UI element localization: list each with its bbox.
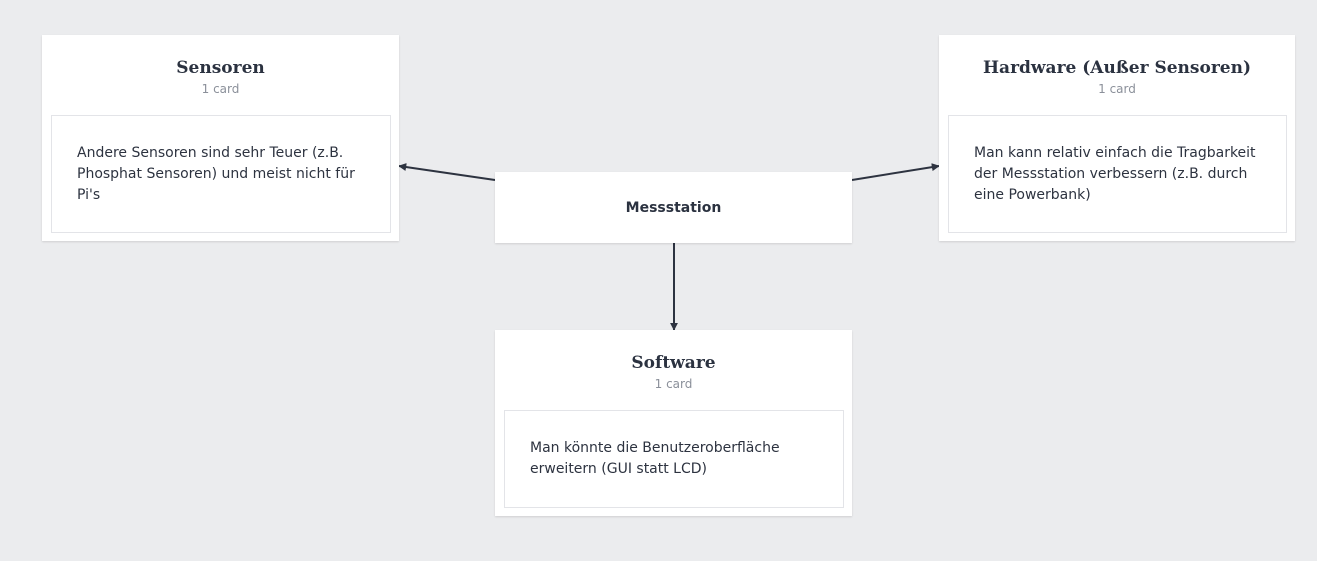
card[interactable]: Andere Sensoren sind sehr Teuer (z.B. Ph… [51,115,391,233]
column-title: Sensoren [176,58,265,78]
card-text: Andere Sensoren sind sehr Teuer (z.B. Ph… [77,145,355,203]
column-header: Software 1 card [495,330,852,392]
central-title: Messstation [625,199,722,216]
central-node-messstation[interactable]: Messstation [495,172,852,243]
card[interactable]: Man kann relativ einfach die Tragbarkeit… [948,115,1287,233]
column-hardware[interactable]: Hardware (Außer Sensoren) 1 card Man kan… [939,35,1295,241]
column-sensoren[interactable]: Sensoren 1 card Andere Sensoren sind seh… [42,35,399,241]
card-count: 1 card [1098,82,1136,96]
column-title: Hardware (Außer Sensoren) [983,58,1251,78]
card-text: Man kann relativ einfach die Tragbarkeit… [974,145,1256,203]
column-header: Sensoren 1 card [42,35,399,97]
column-software[interactable]: Software 1 card Man könnte die Benutzero… [495,330,852,516]
column-title: Software [631,353,716,373]
card-text: Man könnte die Benutzeroberfläche erweit… [530,440,780,477]
card[interactable]: Man könnte die Benutzeroberfläche erweit… [504,410,844,508]
column-header: Hardware (Außer Sensoren) 1 card [939,35,1295,97]
arrow-to-sensoren [398,163,496,181]
card-count: 1 card [654,377,693,391]
arrow-to-hardware [851,163,940,181]
card-count: 1 card [201,82,240,96]
